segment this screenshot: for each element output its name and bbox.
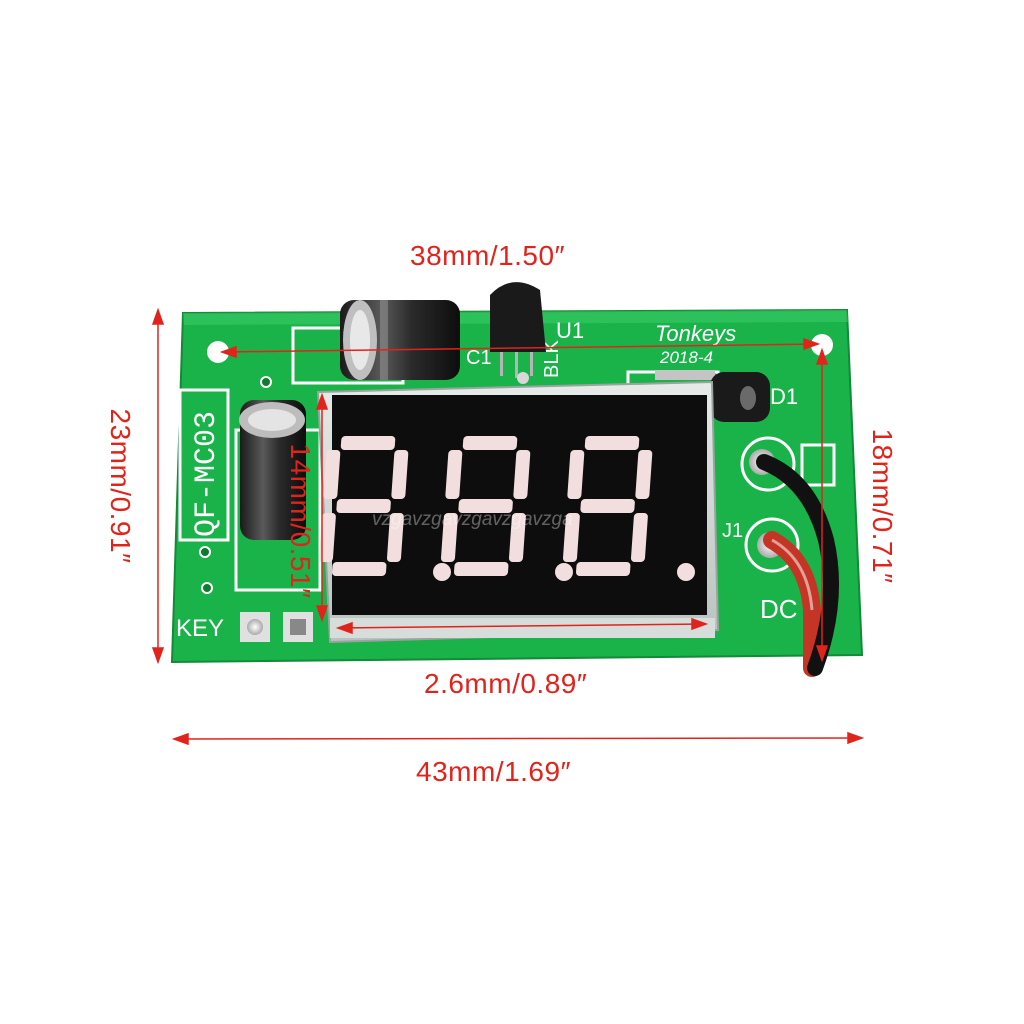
digit-3-segment-f: [630, 513, 648, 562]
dimension-right-label: 18mm/0.71″: [867, 428, 898, 584]
digit-3-segment-c: [635, 450, 653, 499]
silkscreen-box: [178, 388, 230, 542]
dimension-left-label: 23mm/0.91″: [105, 408, 136, 564]
mounting-hole: [207, 341, 229, 363]
digit-3-segment-d: [580, 499, 635, 513]
digit-2-segment-a: [462, 436, 518, 450]
blk-label: BLK: [541, 340, 563, 378]
via: [199, 546, 211, 558]
digit-2-segment-g: [453, 562, 509, 576]
via: [201, 582, 213, 594]
dim-line-top: [221, 343, 819, 353]
dimension-top-label: 38mm/1.50″: [410, 240, 565, 271]
digit-1-segment-e: [318, 513, 336, 562]
dimension-bottom-inner-label: 2.6mm/0.89″: [424, 668, 588, 699]
digit-2-segment-f: [508, 513, 526, 562]
via: [260, 376, 272, 388]
digit-2-segment-c: [513, 450, 531, 499]
digit-1-segment-c: [391, 450, 409, 499]
digit-3-segment-a: [584, 436, 640, 450]
digit-1-segment-f: [386, 513, 404, 562]
key-pad-hole: [247, 619, 263, 635]
model-label: QF-MC03: [190, 411, 224, 537]
digit-2-segment-d: [458, 499, 513, 513]
digit-1-segment-g: [331, 562, 387, 576]
digit-2-segment-e: [440, 513, 458, 562]
brand-label: Tonkeys: [655, 321, 736, 346]
dimension-display-label: 14mm/0.51″: [285, 443, 316, 599]
date-label: 2018-4: [659, 348, 713, 367]
seven-segment-display: vzgavzgavzgavzgavzga: [316, 380, 720, 644]
dimension-bottom-outer-label: 43mm/1.69″: [416, 756, 571, 787]
mounting-hole: [811, 334, 833, 356]
digit-1-segment-a: [340, 436, 396, 450]
silkscreen-box: [800, 443, 836, 487]
dc-label: DC: [760, 594, 798, 624]
digit-3-segment-g: [575, 562, 631, 576]
j1-label: J1: [722, 520, 743, 542]
digit-3-segment-b: [567, 450, 585, 499]
power-wires: [756, 454, 839, 677]
digit-3-segment-e: [562, 513, 580, 562]
display-digits: [318, 436, 695, 581]
c1-label: C1: [466, 347, 492, 369]
key-label: KEY: [176, 615, 224, 642]
dimension-lines: [151, 307, 865, 746]
dim-line-bottom-outer: [173, 737, 863, 740]
electrolytic-capacitor-left: [239, 400, 306, 540]
digit-2-segment-b: [445, 450, 463, 499]
d1-label: D1: [770, 384, 798, 409]
digit-3-decimal-point: [677, 563, 695, 581]
electrolytic-capacitor-top: [340, 300, 460, 380]
digit-2-decimal-point: [555, 563, 573, 581]
digit-1-decimal-point: [433, 563, 451, 581]
transistor: [490, 282, 546, 384]
digit-1-segment-b: [323, 450, 341, 499]
key-pad-hole-square: [290, 619, 306, 635]
u1-label: U1: [556, 318, 584, 343]
display-watermark: vzgavzgavzgavzgavzga: [372, 509, 573, 530]
dim-line-bottom-inner: [337, 623, 707, 629]
silkscreen-circle: [744, 517, 800, 573]
diode: [655, 370, 770, 422]
silkscreen-circle: [740, 436, 796, 492]
digit-1-segment-d: [336, 499, 391, 513]
